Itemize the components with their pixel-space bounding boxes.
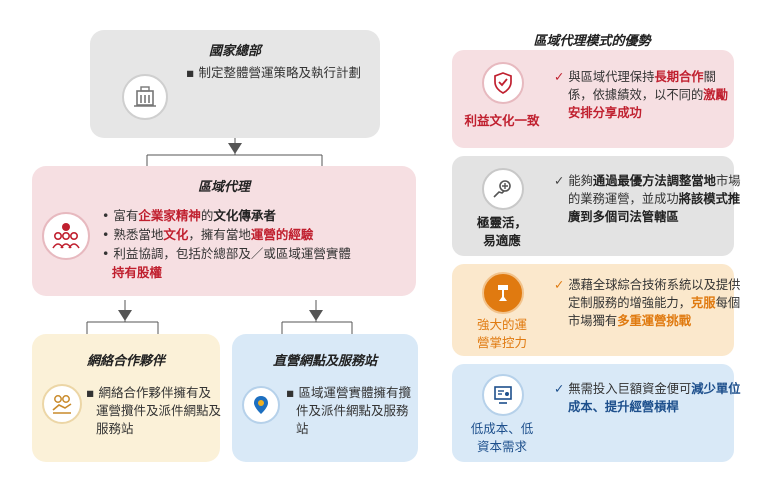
location-pin-icon <box>242 386 280 424</box>
hq-bullet: ▪ 制定整體營運策略及執行計劃 <box>186 65 361 80</box>
network-box: 網絡合作夥伴 ▪ 網絡合作夥伴擁有及運營攬件及派件網點及服務站 <box>32 334 222 462</box>
direct-title: 直營網點及服務站 <box>272 354 377 369</box>
advantage-text-1: ✓與區域代理保持長期合作關係，依據績效，以不同的激勵安排分享成功 <box>554 70 728 120</box>
advantage-card-1: 利益文化一致 ✓與區域代理保持長期合作關係，依據績效，以不同的激勵安排分享成功 <box>452 50 734 148</box>
regional-bullet-1: • 富有企業家精神的文化傳承者 <box>102 208 276 223</box>
advantage-text-2: ✓能夠通過最優方法調整當地市場的業務運營，並成功將該模式推廣到多個司法管轄區 <box>554 174 741 224</box>
adjust-hand-icon <box>482 168 524 210</box>
hq-title: 國家總部 <box>208 44 261 59</box>
advantage-label-1: 利益文化一致 <box>464 113 540 128</box>
network-title: 網絡合作夥伴 <box>86 354 165 369</box>
regional-bullets: • 富有企業家精神的文化傳承者 • 熟悉當地文化，擁有當地運營的經驗 • 利益協… <box>102 206 402 282</box>
dashboard-screen-icon <box>482 374 524 416</box>
shield-badge-icon <box>482 62 524 104</box>
advantage-card-4: 低成本、低 資本需求 ✓無需投入巨額資金便可減少單位成本、提升經營槓桿 <box>452 364 741 462</box>
regional-box: 區域代理 • 富有企業家精神的文化傳承者 • 熟悉當地文化，擁有當地運營的經驗 … <box>32 166 416 296</box>
regional-bullet-3: • 利益協調，包括於總部及／或區域運營實體持有股權 <box>102 246 351 280</box>
control-arm-icon <box>482 272 524 314</box>
people-group-icon <box>42 212 90 260</box>
regional-bullet-2: • 熟悉當地文化，擁有當地運營的經驗 <box>102 227 314 242</box>
advantage-label-4: 低成本、低 資本需求 <box>470 421 534 454</box>
advantage-label-2: 極靈活， 易適應 <box>476 215 527 248</box>
regional-title: 區域代理 <box>197 180 250 195</box>
handshake-coins-icon <box>42 384 82 424</box>
advantage-card-3: 強大的運 營掌控力 ✓憑藉全球綜合技術系統以及提供定制服務的增強能力，克服每個市… <box>452 264 740 356</box>
direct-box: 直營網點及服務站 ▪ 區域運營實體擁有攬件及派件網點及服務站 <box>232 334 418 462</box>
advantages-title: 區域代理模式的優勢 <box>533 34 651 49</box>
advantage-label-3: 強大的運 營掌控力 <box>476 317 527 350</box>
hq-box: 國家總部 ▪ 制定整體營運策略及執行計劃 <box>90 30 380 138</box>
network-bullet: ▪ 網絡合作夥伴擁有及運營攬件及派件網點及服務站 <box>86 385 222 436</box>
advantage-text-4: ✓無需投入巨額資金便可減少單位成本、提升經營槓桿 <box>554 382 741 414</box>
direct-bullet: ▪ 區域運營實體擁有攬件及派件網點及服務站 <box>286 385 411 436</box>
advantage-text-3: ✓憑藉全球綜合技術系統以及提供定制服務的增強能力，克服每個市場獨有多重運營挑戰 <box>554 278 741 328</box>
building-icon <box>122 74 168 120</box>
advantage-card-2: 極靈活， 易適應 ✓能夠通過最優方法調整當地市場的業務運營，並成功將該模式推廣到… <box>452 156 741 256</box>
